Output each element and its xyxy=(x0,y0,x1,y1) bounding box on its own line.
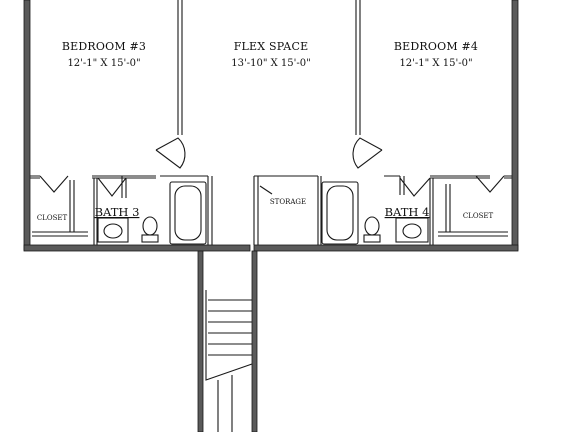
doors xyxy=(39,137,505,197)
exterior-walls xyxy=(23,0,519,432)
bath4-fixtures xyxy=(321,181,429,245)
closet-shelves xyxy=(32,180,508,237)
flex-space-name: FLEX SPACE xyxy=(234,40,309,53)
closet-left-label: CLOSET xyxy=(37,214,68,222)
bedroom4-name: BEDROOM #4 xyxy=(394,40,478,53)
bedroom4-dims: 12'-1" X 15'-0" xyxy=(399,58,472,69)
bedroom3-dims: 12'-1" X 15'-0" xyxy=(67,58,140,69)
bath4-label: BATH 4 xyxy=(385,205,430,219)
closet-right-label: CLOSET xyxy=(463,212,494,220)
flex-space-dims: 13'-10" X 15'-0" xyxy=(231,58,310,69)
bath3-fixtures xyxy=(97,181,207,245)
bath3-label: BATH 3 xyxy=(95,205,140,219)
staircase xyxy=(205,290,253,432)
interior-walls xyxy=(30,0,512,245)
storage-label: STORAGE xyxy=(270,198,306,206)
bedroom3-name: BEDROOM #3 xyxy=(62,40,146,53)
